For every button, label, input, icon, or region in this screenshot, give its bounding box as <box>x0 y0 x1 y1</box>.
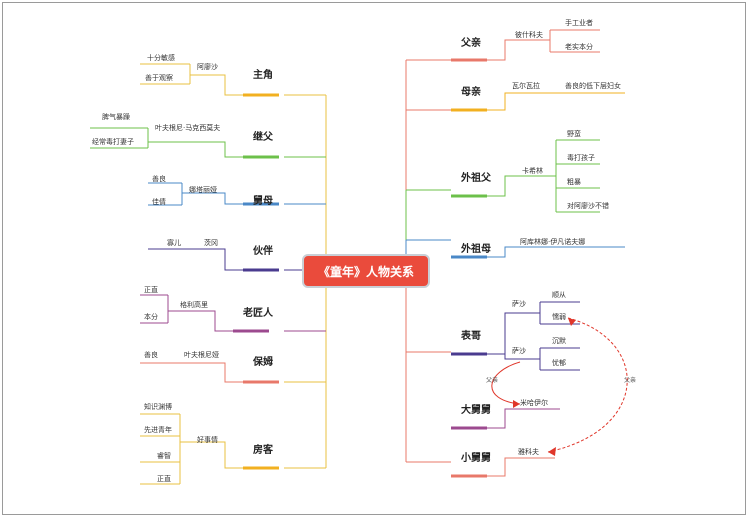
subtopic-name[interactable]: 阿廖沙 <box>197 63 218 71</box>
trait[interactable]: 先进青年 <box>144 426 172 434</box>
trait[interactable]: 顺从 <box>552 291 566 299</box>
subtopic-name[interactable]: 萨沙 <box>512 347 526 355</box>
trait[interactable]: 脾气暴躁 <box>102 113 130 121</box>
topic-grandmother[interactable]: 外祖母 <box>461 244 491 255</box>
subtopic-name[interactable]: 卡希林 <box>522 167 543 175</box>
trait[interactable]: 对阿廖沙不错 <box>567 202 609 210</box>
central-topic[interactable]: 《童年》人物关系 <box>302 254 430 288</box>
subtopic-name[interactable]: 茨冈 <box>204 239 218 247</box>
trait[interactable]: 善良 <box>152 175 166 183</box>
trait[interactable]: 十分敏感 <box>147 54 175 62</box>
trait[interactable]: 善良 <box>144 351 158 359</box>
topic-mother[interactable]: 母亲 <box>461 87 481 98</box>
trait[interactable]: 忧郁 <box>552 359 566 367</box>
topic-eldest-uncle[interactable]: 大舅舅 <box>461 405 491 416</box>
trait[interactable]: 毒打孩子 <box>567 154 595 162</box>
trait[interactable]: 懦弱 <box>552 313 566 321</box>
subtopic-name[interactable]: 叶夫根尼·马克西莫夫 <box>155 124 221 132</box>
trait[interactable]: 沉默 <box>552 337 566 345</box>
topic-youngest-uncle[interactable]: 小舅舅 <box>461 453 491 464</box>
trait[interactable]: 老实本分 <box>565 43 593 51</box>
subtopic-name[interactable]: 娜塔丽娅 <box>189 186 217 194</box>
subtopic-name[interactable]: 叶夫根尼娅 <box>184 351 219 359</box>
trait[interactable]: 佳倩 <box>152 198 166 206</box>
trait[interactable]: 粗暴 <box>567 178 581 186</box>
subtopic-name[interactable]: 好事情 <box>197 436 218 444</box>
trait[interactable]: 本分 <box>144 313 158 321</box>
subtopic-name[interactable]: 米哈伊尔 <box>520 399 548 407</box>
subtopic-name[interactable]: 萨沙 <box>512 300 526 308</box>
topic-companion[interactable]: 伙伴 <box>253 246 273 257</box>
trait[interactable]: 经常毒打妻子 <box>92 138 134 146</box>
relation-label: 父亲 <box>486 377 499 384</box>
trait[interactable]: 善良的低下层妇女 <box>565 82 621 90</box>
subtopic-name[interactable]: 寡儿 <box>167 239 181 247</box>
topic-cousin[interactable]: 表哥 <box>461 331 481 342</box>
topic-old-craftsman[interactable]: 老匠人 <box>243 308 273 319</box>
topic-grandfather[interactable]: 外祖父 <box>461 173 491 184</box>
subtopic-name[interactable]: 阿库林娜·伊凡诺夫娜 <box>520 238 586 246</box>
topic-nanny[interactable]: 保姆 <box>253 357 273 368</box>
trait[interactable]: 野蛮 <box>567 130 581 138</box>
relation-label: 父亲 <box>624 377 637 384</box>
trait[interactable]: 善于观察 <box>145 74 173 82</box>
topic-father[interactable]: 父亲 <box>461 38 481 49</box>
trait[interactable]: 正直 <box>157 475 171 483</box>
trait[interactable]: 睿智 <box>157 452 171 460</box>
trait[interactable]: 知识渊博 <box>144 403 172 411</box>
trait[interactable]: 手工业者 <box>565 19 593 27</box>
topic-protagonist[interactable]: 主角 <box>253 70 273 81</box>
central-topic-label: 《童年》人物关系 <box>317 264 414 279</box>
subtopic-name[interactable]: 格利高里 <box>180 301 208 309</box>
topic-aunt[interactable]: 舅母 <box>253 196 273 207</box>
topic-stepfather[interactable]: 继父 <box>253 132 273 143</box>
trait[interactable]: 正直 <box>144 286 158 294</box>
subtopic-name[interactable]: 雅科夫 <box>518 448 539 456</box>
subtopic-name[interactable]: 彼什科夫 <box>515 31 543 39</box>
topic-lodger[interactable]: 房客 <box>253 445 273 456</box>
subtopic-name[interactable]: 瓦尔瓦拉 <box>512 82 540 90</box>
